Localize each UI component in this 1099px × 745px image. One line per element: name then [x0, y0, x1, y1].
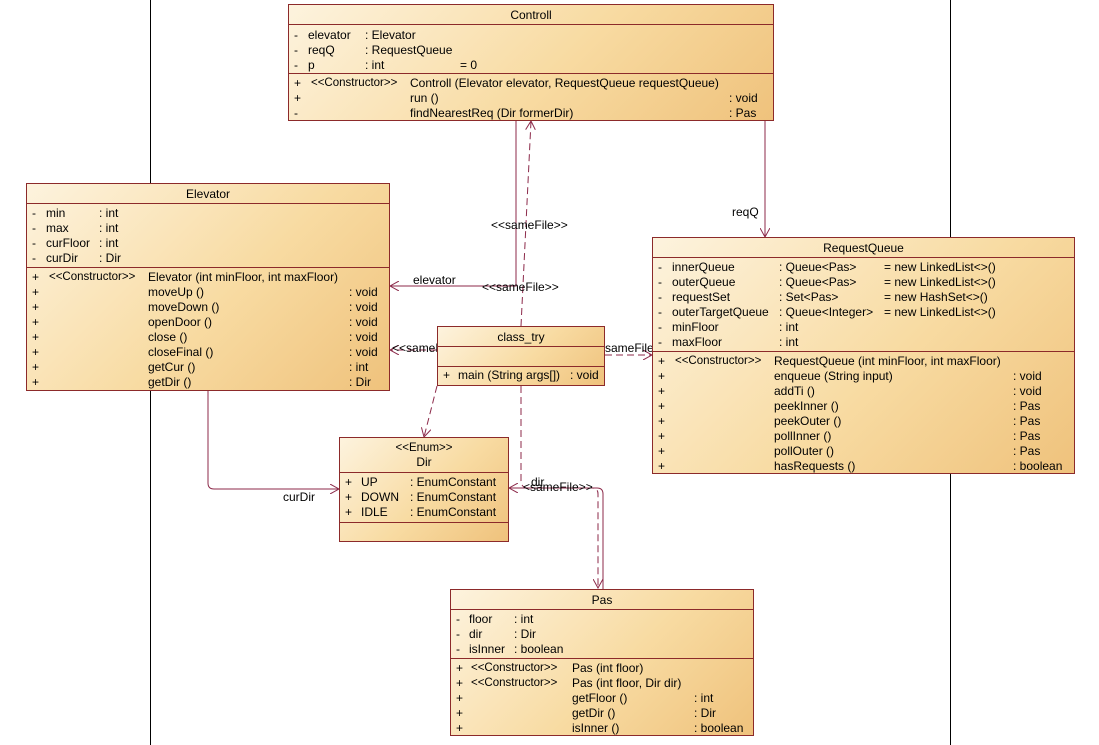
- operation-compartment: + main (String args[]) : void: [438, 367, 604, 383]
- operation-row: + close () : void: [32, 330, 378, 344]
- operation-row: + isInner () : boolean: [456, 721, 744, 735]
- edge-label-reqq: reqQ: [732, 205, 759, 219]
- attribute-row: + IDLE : EnumConstant: [345, 505, 497, 519]
- class-name: class_try: [497, 329, 545, 344]
- attribute-compartment: [438, 347, 604, 367]
- attribute-row: - maxFloor : int: [658, 335, 799, 349]
- class-name: Pas: [591, 592, 613, 607]
- class-name: Dir: [416, 455, 432, 469]
- operation-row: + moveUp () : void: [32, 285, 378, 299]
- attribute-row: - curDir : Dir: [32, 251, 121, 265]
- class-header: Pas: [451, 590, 753, 610]
- class-dir-enum[interactable]: <<Enum>> Dir + UP : EnumConstant + DOWN …: [339, 437, 509, 542]
- operation-row: + pollInner () : Pas: [658, 429, 1041, 443]
- edge-label-samefile: <sameFile>>: [523, 480, 593, 494]
- operation-row: + pollOuter () : Pas: [658, 444, 1041, 458]
- class-name: Controll: [510, 7, 552, 22]
- operation-row: + hasRequests () : boolean: [658, 459, 1063, 473]
- attribute-compartment: - floor : int - dir : Dir - isInner : bo…: [451, 610, 753, 659]
- association-elevator-dir: [207, 391, 339, 489]
- attribute-compartment: - elevator : Elevator - reqQ : RequestQu…: [289, 25, 773, 74]
- edge-label-elevator: elevator: [413, 273, 456, 287]
- operation-compartment: + <<Constructor>> RequestQueue (int minF…: [653, 352, 1074, 473]
- operation-row: + openDoor () : void: [32, 315, 378, 329]
- association-controll-elevator: [390, 121, 517, 286]
- operation-row: + <<Constructor>> Elevator (int minFloor…: [32, 270, 339, 284]
- operation-row: + enqueue (String input) : void: [658, 369, 1042, 383]
- class-name: RequestQueue: [823, 240, 904, 255]
- attribute-row: - elevator : Elevator: [294, 28, 416, 42]
- operation-row: + <<Constructor>> Pas (int floor, Dir di…: [456, 676, 682, 690]
- class-controll[interactable]: Controll - elevator : Elevator - reqQ : …: [288, 4, 774, 121]
- attribute-row: - requestSet : Set<Pas> = new HashSet<>(…: [658, 290, 988, 304]
- class-name: Elevator: [185, 186, 231, 201]
- edge-label-samefile: <<sameFile>>: [491, 218, 568, 232]
- edge-label-samefile: <<sameFile>>: [482, 280, 559, 294]
- association-pas-dir: [509, 488, 604, 589]
- operation-row: + peekOuter () : Pas: [658, 414, 1041, 428]
- operation-row: + run () : void: [294, 91, 758, 105]
- operation-compartment: + <<Constructor>> Controll (Elevator ele…: [289, 74, 773, 120]
- attribute-row: - innerQueue : Queue<Pas> = new LinkedLi…: [658, 260, 996, 274]
- attribute-compartment: - min : int - max : int - curFloor : int…: [27, 204, 389, 268]
- operation-row: + getDir () : Dir: [456, 706, 716, 720]
- operation-row: + getCur () : int: [32, 360, 369, 374]
- operation-row: + closeFinal () : void: [32, 345, 378, 359]
- attribute-row: - minFloor : int: [658, 320, 799, 334]
- attribute-row: + UP : EnumConstant: [345, 475, 497, 489]
- operation-row: + <<Constructor>> Pas (int floor): [456, 661, 644, 675]
- class-stereotype: <<Enum>>: [395, 442, 453, 454]
- attribute-row: - outerQueue : Queue<Pas> = new LinkedLi…: [658, 275, 996, 289]
- attribute-row: - curFloor : int: [32, 236, 119, 250]
- class-header: Controll: [289, 5, 773, 25]
- operation-row: + getFloor () : int: [456, 691, 714, 705]
- class-header: class_try: [438, 327, 604, 347]
- class-class-try[interactable]: class_try + main (String args[]) : void: [437, 326, 605, 386]
- class-header: Elevator: [27, 184, 389, 204]
- attribute-row: - dir : Dir: [456, 627, 536, 641]
- attribute-compartment: - innerQueue : Queue<Pas> = new LinkedLi…: [653, 258, 1074, 352]
- edge-label-dir: dir: [531, 475, 545, 489]
- edge-label-samefile-right: sameFile: [605, 341, 654, 355]
- class-header: RequestQueue: [653, 238, 1074, 258]
- operation-row: + main (String args[]) : void: [443, 368, 599, 382]
- attribute-row: - reqQ : RequestQueue: [294, 43, 453, 57]
- attribute-row: - max : int: [32, 221, 119, 235]
- class-elevator[interactable]: Elevator - min : int - max : int - curFl…: [26, 183, 390, 391]
- edge-label-curdir: curDir: [283, 490, 315, 504]
- edge-label-samefile-left: <<sameF: [392, 341, 443, 355]
- operation-compartment: + <<Constructor>> Pas (int floor) + <<Co…: [451, 659, 753, 735]
- operation-row: + moveDown () : void: [32, 300, 378, 314]
- attribute-row: - isInner : boolean: [456, 642, 564, 656]
- attribute-row: - outerTargetQueue : Queue<Integer> = ne…: [658, 305, 996, 319]
- attribute-row: - min : int: [32, 206, 119, 220]
- operation-row: - findNearestReq (Dir formerDir) : Pas: [294, 106, 757, 120]
- operation-row: + <<Constructor>> Controll (Elevator ele…: [294, 76, 719, 90]
- operation-compartment: [340, 523, 508, 525]
- class-header: <<Enum>> Dir: [340, 438, 508, 473]
- operation-row: + getDir () : Dir: [32, 375, 371, 389]
- operation-compartment: + <<Constructor>> Elevator (int minFloor…: [27, 268, 389, 390]
- attribute-row: - floor : int: [456, 612, 534, 626]
- dependency-classtry-dir: [424, 385, 438, 437]
- attribute-compartment: + UP : EnumConstant + DOWN : EnumConstan…: [340, 473, 508, 523]
- dependency-classtry-controll: [520, 121, 531, 327]
- operation-row: + peekInner () : Pas: [658, 399, 1041, 413]
- class-requestqueue[interactable]: RequestQueue - innerQueue : Queue<Pas> =…: [652, 237, 1075, 474]
- class-pas[interactable]: Pas - floor : int - dir : Dir - isInner …: [450, 589, 754, 736]
- attribute-row: + DOWN : EnumConstant: [345, 490, 497, 504]
- attribute-row: - p : int = 0: [294, 58, 478, 72]
- operation-row: + addTi () : void: [658, 384, 1042, 398]
- operation-row: + <<Constructor>> RequestQueue (int minF…: [658, 354, 1001, 368]
